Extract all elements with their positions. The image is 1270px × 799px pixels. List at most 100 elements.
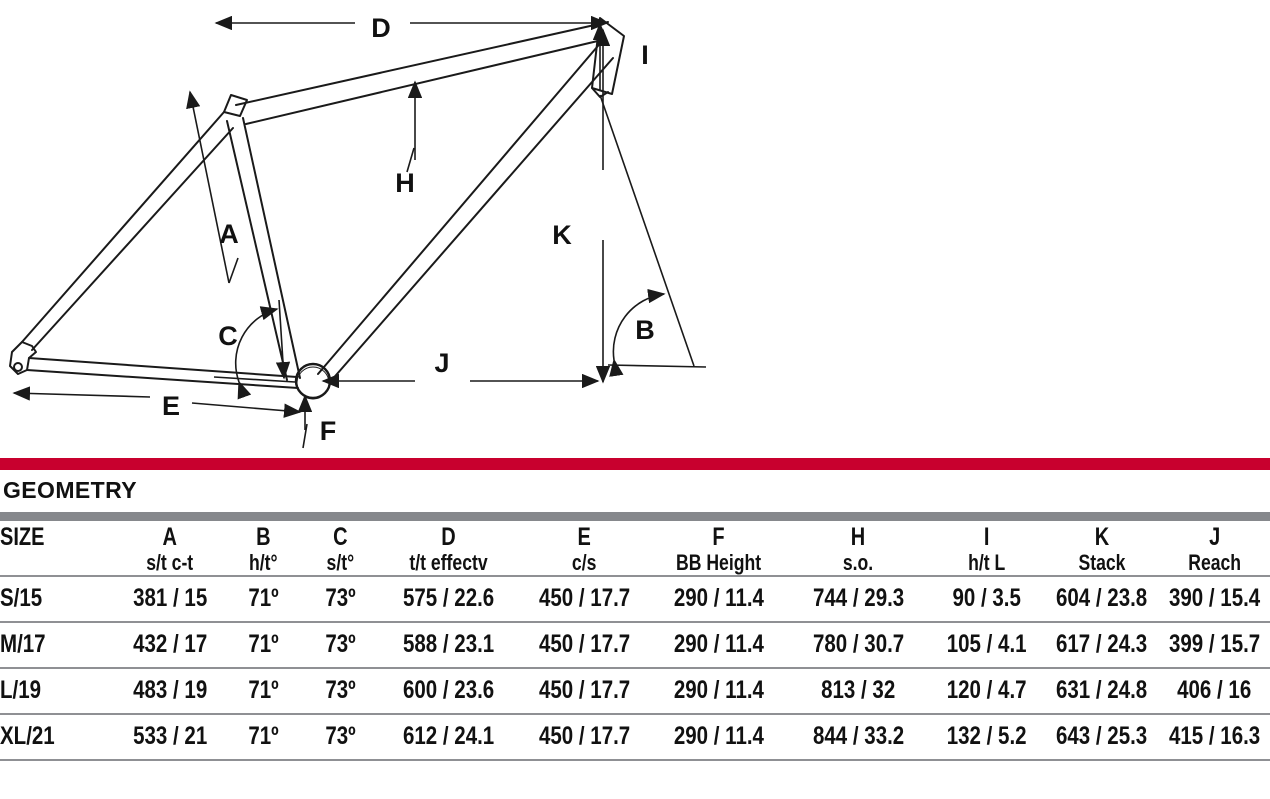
dim-label-F: F (320, 416, 337, 446)
cell-d: 588 / 23.1 (379, 621, 518, 667)
dim-label-D: D (371, 13, 391, 43)
cell-e-value: 450 / 17.7 (538, 629, 630, 658)
column-header-b: B h/t° (224, 524, 303, 575)
bottom-bracket-inner (296, 366, 330, 400)
cell-size-value: L/19 (0, 675, 42, 704)
column-header-h-letter: H (851, 523, 866, 551)
cell-e: 450 / 17.7 (518, 713, 650, 759)
cell-a: 533 / 21 (116, 713, 223, 759)
frame-diagram: D I A H K C B J E F (9, 13, 707, 449)
accent-bar (0, 458, 1270, 470)
seat-stay-lower (31, 127, 234, 351)
column-header-f-sub: BB Height (676, 550, 762, 575)
cell-h: 744 / 29.3 (787, 575, 929, 621)
cell-k: 643 / 25.3 (1045, 713, 1159, 759)
seat-tube-right (242, 117, 301, 379)
column-header-k-sub: Stack (1078, 550, 1126, 575)
cell-c: 73º (302, 575, 379, 621)
cell-k-value: 604 / 23.8 (1056, 583, 1148, 612)
cell-c-value: 73º (325, 629, 356, 658)
dim-e-right (191, 402, 302, 418)
table-head: SIZE A s/t c-t B h/t° C s/t° D t/t effec… (0, 524, 1270, 575)
column-header-j: J Reach (1159, 524, 1270, 575)
column-header-a-sub: s/t c-t (146, 550, 194, 575)
frame-diagram-svg: D I A H K C B J E F (9, 13, 707, 449)
cell-c-value: 73º (325, 721, 356, 750)
top-tube-upper (235, 21, 609, 106)
cell-d-value: 612 / 24.1 (402, 721, 495, 750)
table-bottom-rule (0, 759, 1270, 765)
column-header-k-letter: K (1094, 523, 1109, 551)
column-header-h-sub: s.o. (843, 550, 874, 575)
cell-i-value: 132 / 5.2 (947, 721, 1027, 750)
cell-d-value: 588 / 23.1 (402, 629, 495, 658)
dim-label-I: I (641, 40, 649, 70)
cell-d: 575 / 22.6 (379, 575, 518, 621)
cell-b: 71º (224, 575, 303, 621)
column-header-c-sub: s/t° (326, 550, 355, 575)
frame-tubes (9, 17, 625, 400)
table-row: S/15 381 / 15 71º 73º 575 / 22.6 450 / 1… (0, 575, 1270, 621)
column-header-b-letter: B (255, 523, 271, 551)
column-header-i: I h/t L (929, 524, 1044, 575)
cell-e-value: 450 / 17.7 (538, 721, 630, 750)
cell-size: M/17 (0, 621, 116, 667)
dim-a-arrow (186, 90, 230, 284)
dropout-eyelet (13, 362, 23, 372)
cell-h-value: 813 / 32 (821, 675, 896, 704)
cell-h: 813 / 32 (787, 667, 929, 713)
cell-c-value: 73º (325, 583, 356, 612)
cell-size: XL/21 (0, 713, 116, 759)
dim-e-left (12, 386, 151, 401)
cell-j-value: 406 / 16 (1177, 675, 1252, 704)
cell-a-value: 483 / 19 (132, 675, 208, 704)
cell-h-value: 744 / 29.3 (812, 583, 905, 612)
column-header-e-letter: E (577, 523, 591, 551)
column-header-c: C s/t° (302, 524, 379, 575)
cell-c-value: 73º (325, 675, 356, 704)
cell-h-value: 780 / 30.7 (812, 629, 905, 658)
cell-d-value: 575 / 22.6 (402, 583, 495, 612)
cell-i-value: 90 / 3.5 (952, 583, 1022, 612)
column-header-i-sub: h/t L (968, 550, 1006, 575)
dim-c-baseline (213, 376, 296, 383)
cell-k-value: 617 / 24.3 (1056, 629, 1148, 658)
cell-size: S/15 (0, 575, 116, 621)
column-header-c-letter: C (333, 523, 348, 551)
cell-b-value: 71º (247, 583, 279, 612)
cell-b: 71º (224, 667, 303, 713)
section-title: GEOMETRY (3, 477, 137, 503)
cell-d: 612 / 24.1 (379, 713, 518, 759)
cell-f: 290 / 11.4 (650, 575, 787, 621)
column-header-size: SIZE (0, 524, 116, 575)
chainstay-upper (28, 357, 298, 378)
cell-f: 290 / 11.4 (650, 621, 787, 667)
cell-b-value: 71º (247, 675, 279, 704)
cell-e-value: 450 / 17.7 (538, 583, 630, 612)
dim-a-leader (228, 257, 239, 284)
cell-j: 399 / 15.7 (1159, 621, 1270, 667)
cell-a-value: 432 / 17 (132, 629, 208, 658)
cell-k: 617 / 24.3 (1045, 621, 1159, 667)
column-header-j-letter: J (1208, 523, 1220, 551)
cell-e-value: 450 / 17.7 (538, 675, 630, 704)
cell-c: 73º (302, 621, 379, 667)
cell-i: 90 / 3.5 (929, 575, 1044, 621)
seat-stay-upper (21, 111, 225, 343)
column-header-f: F BB Height (650, 524, 787, 575)
cell-h: 844 / 33.2 (787, 713, 929, 759)
cell-i: 132 / 5.2 (929, 713, 1044, 759)
cell-i-value: 105 / 4.1 (947, 629, 1027, 658)
cell-j: 406 / 16 (1159, 667, 1270, 713)
column-header-size-label: SIZE (0, 523, 45, 551)
table-row: L/19 483 / 19 71º 73º 600 / 23.6 450 / 1… (0, 667, 1270, 713)
cell-a: 432 / 17 (116, 621, 223, 667)
column-header-j-sub: Reach (1187, 550, 1241, 575)
column-header-d: D t/t effectv (379, 524, 518, 575)
column-header-a-letter: A (162, 523, 178, 551)
column-header-i-letter: I (984, 523, 990, 551)
cell-e: 450 / 17.7 (518, 621, 650, 667)
table-row: XL/21 533 / 21 71º 73º 612 / 24.1 450 / … (0, 713, 1270, 759)
dim-label-J: J (434, 348, 449, 378)
